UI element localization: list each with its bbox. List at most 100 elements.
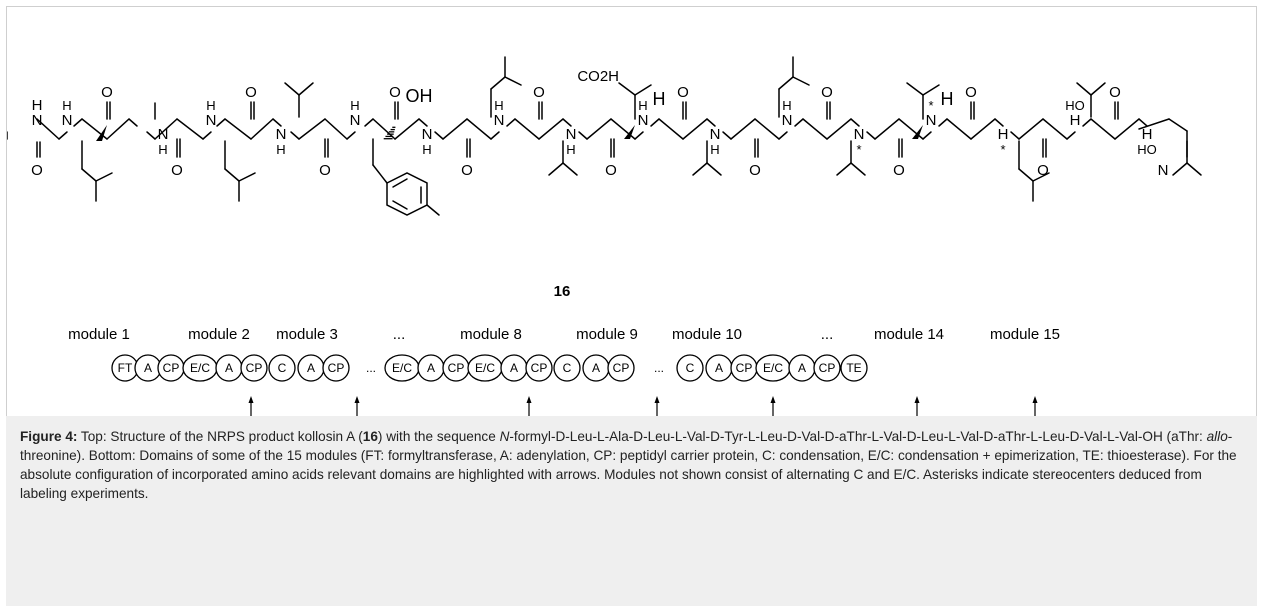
bond (238, 172, 256, 182)
domain-label: TE (846, 361, 861, 375)
atom-label: H (276, 142, 285, 157)
module-label: module 1 (68, 326, 130, 343)
atom-label: N (1158, 162, 1169, 179)
bond (364, 118, 374, 127)
caption-text: ) with the sequence (377, 429, 500, 444)
bond (392, 200, 408, 210)
bond (36, 118, 60, 140)
bond (392, 178, 408, 188)
compound-number: 16 (554, 283, 571, 300)
bond (692, 162, 708, 176)
caption-text: Top: Structure of the NRPS product kollo… (77, 429, 363, 444)
caption-compound-ref: 16 (362, 429, 378, 444)
domain-label: A (307, 361, 315, 375)
bond (1168, 118, 1188, 132)
domain-circle (607, 354, 635, 382)
bond (1082, 118, 1092, 127)
arrow-head (526, 396, 532, 403)
domain-label: C (563, 361, 572, 375)
wedge-bond (624, 125, 635, 139)
atom-label: HO (1065, 98, 1085, 113)
atom-label: H (158, 142, 167, 157)
arrow-head (354, 396, 360, 403)
domain-label: CP (736, 361, 753, 375)
atom-label: H (422, 142, 431, 157)
domain-label: E/C (475, 361, 495, 375)
bond (802, 118, 828, 140)
module-label: module 2 (188, 326, 250, 343)
bond (794, 118, 804, 127)
figure-caption: Figure 4: Top: Structure of the NRPS pro… (6, 416, 1257, 606)
arrow-head (248, 396, 254, 403)
atom-label: O (821, 84, 833, 101)
bond (372, 118, 396, 140)
domain-label: A (798, 361, 806, 375)
caption-text: -formyl-D-Leu-L-Ala-D-Leu-L-Val-D-Tyr-L-… (509, 429, 1207, 444)
atom-label: H (566, 142, 575, 157)
bond (1090, 82, 1106, 96)
bond (176, 118, 204, 140)
caption-text: -threonine). Bottom: Domains of some of … (20, 429, 1237, 501)
bond (81, 168, 97, 182)
domain-label: ... (654, 361, 664, 375)
bond (922, 131, 932, 140)
bond (394, 118, 420, 140)
bond (792, 76, 810, 86)
stereo-hashes (383, 126, 396, 140)
bond (514, 118, 540, 140)
atom-label: N (350, 112, 361, 129)
atom-label: N (854, 126, 865, 143)
module-label: module 14 (874, 326, 944, 343)
atom-label: HO (1137, 142, 1157, 157)
atom-label: O (965, 84, 977, 101)
bond (95, 172, 113, 182)
atom-label: OH (406, 86, 433, 106)
bond (658, 118, 684, 140)
figure-label: Figure 4: (20, 429, 78, 444)
bond (324, 118, 348, 140)
atom-label: N (62, 112, 73, 129)
atom-label: O (893, 162, 905, 179)
domain-label: CP (448, 361, 465, 375)
caption-italic: allo (1206, 429, 1228, 444)
atom-label: N (566, 126, 577, 143)
domain-circle (676, 354, 704, 382)
atom-label: H (32, 97, 43, 114)
bond (490, 131, 500, 140)
atom-label: O (533, 84, 545, 101)
atom-label: H (638, 98, 647, 113)
bond (216, 118, 226, 127)
bond (922, 84, 940, 96)
bond (1076, 82, 1092, 96)
atom-label: O (461, 162, 473, 179)
bond (372, 164, 388, 184)
arrow-head (914, 396, 920, 403)
bond (442, 118, 468, 140)
bond (722, 131, 732, 140)
domain-circle (322, 354, 350, 382)
domain-label: A (225, 361, 233, 375)
module-label: module 15 (990, 326, 1060, 343)
domain-circle (840, 354, 868, 382)
domain-circle (240, 354, 268, 382)
bond (434, 131, 444, 140)
bond (466, 118, 492, 140)
bond (650, 118, 660, 127)
atom-label: N (926, 112, 937, 129)
bond (778, 76, 794, 90)
bond (1010, 131, 1020, 140)
chemical-structure-atoms: HNOOOOOOOOOOOOOOOONNNNNNNNNNNNNNHHHHHHHH… (31, 68, 1168, 179)
bond (1114, 118, 1140, 140)
bond (290, 131, 300, 140)
wedge-bond (912, 125, 923, 139)
bond (73, 118, 83, 127)
atom-label: N (158, 126, 169, 143)
domain-label: C (278, 361, 287, 375)
bond (506, 118, 516, 127)
bond (490, 76, 506, 90)
domain-label: FT (118, 361, 133, 375)
bond (970, 118, 996, 140)
bond (298, 118, 326, 140)
bond (504, 76, 522, 86)
